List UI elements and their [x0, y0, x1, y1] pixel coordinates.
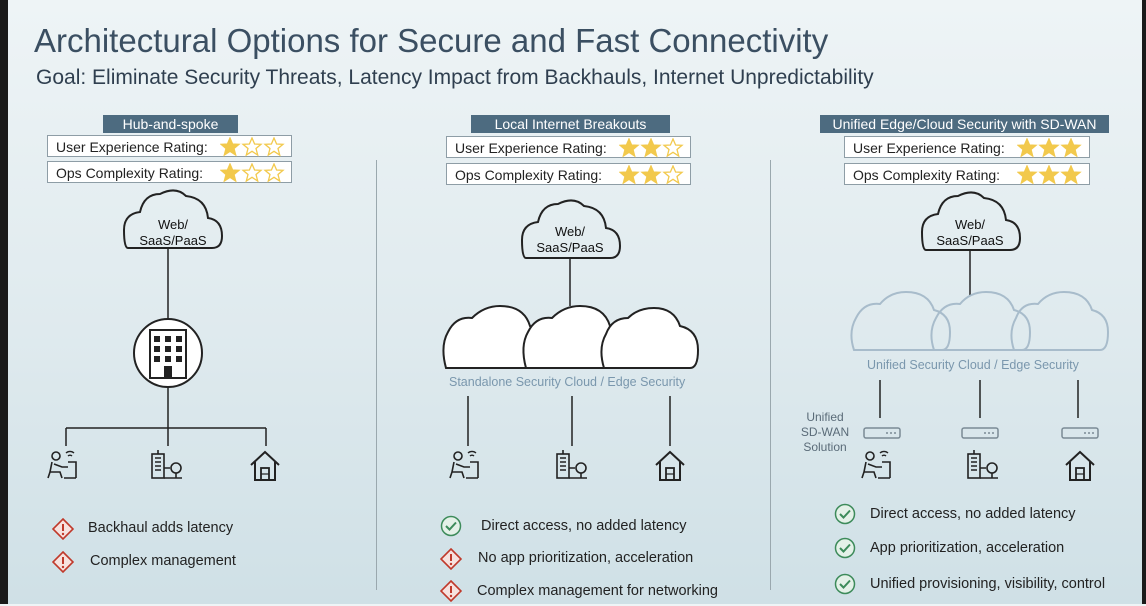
security-cloud-label: Standalone Security Cloud / Edge Securit…: [449, 375, 686, 389]
check-icon: [834, 573, 856, 595]
ux-rating-box: User Experience Rating:: [47, 135, 292, 157]
star-rating-icon: [1016, 164, 1083, 191]
ops-rating-box: Ops Complexity Rating:: [47, 161, 292, 183]
star-rating-icon: [219, 162, 286, 189]
ux-rating-label: User Experience Rating:: [853, 140, 1005, 156]
column-header-local-breakouts: Local Internet Breakouts: [471, 115, 670, 133]
ops-rating-label: Ops Complexity Rating:: [853, 167, 1001, 183]
branch-office-icon: [556, 449, 588, 479]
headquarters-building-icon: [133, 318, 203, 388]
warning-icon: [51, 517, 75, 541]
sdwan-appliance-icon: [863, 427, 901, 439]
cloud-icon: [520, 199, 622, 259]
remote-user-icon: [47, 450, 77, 479]
ux-rating-box: User Experience Rating:: [844, 136, 1090, 158]
page-title: Architectural Options for Secure and Fas…: [34, 22, 829, 59]
cloud-icon: [920, 191, 1022, 251]
branch-office-icon: [151, 449, 183, 479]
check-icon: [834, 537, 856, 559]
ops-rating-label: Ops Complexity Rating:: [455, 167, 603, 183]
ops-rating-box: Ops Complexity Rating:: [844, 163, 1090, 185]
warning-icon: [439, 579, 463, 603]
check-icon: [834, 503, 856, 525]
ux-rating-box: User Experience Rating:: [446, 136, 691, 158]
star-rating-icon: [618, 164, 685, 191]
cloud-label: Web/SaaS/PaaS: [936, 217, 1004, 248]
security-cloud-icon: [442, 304, 700, 369]
column-divider-1: [376, 160, 377, 590]
sdwan-appliance-icon: [961, 427, 999, 439]
home-office-icon: [1065, 451, 1095, 481]
column-header-unified-edge: Unified Edge/Cloud Security with SD-WAN: [820, 115, 1109, 133]
star-rating-icon: [618, 137, 685, 164]
home-office-icon: [655, 451, 685, 481]
page-subtitle: Goal: Eliminate Security Threats, Latenc…: [36, 66, 874, 89]
ux-rating-label: User Experience Rating:: [455, 140, 607, 156]
security-cloud-label: Unified Security Cloud / Edge Security: [867, 358, 1079, 372]
cloud-label: Web/SaaS/PaaS: [139, 217, 207, 248]
star-rating-icon: [1016, 137, 1083, 164]
cloud-icon: [122, 189, 224, 249]
branch-office-icon: [967, 449, 999, 479]
column-header-hub-and-spoke: Hub-and-spoke: [103, 115, 238, 133]
right-edge-bar: [1142, 0, 1146, 604]
ops-rating-box: Ops Complexity Rating:: [446, 163, 691, 185]
remote-user-icon: [449, 450, 479, 479]
remote-user-icon: [861, 450, 891, 479]
star-rating-icon: [219, 136, 286, 163]
check-icon: [440, 515, 462, 537]
warning-icon: [51, 550, 75, 574]
cloud-label: Web/SaaS/PaaS: [536, 224, 604, 255]
sdwan-appliance-icon: [1061, 427, 1099, 439]
ux-rating-label: User Experience Rating:: [56, 139, 208, 155]
ops-rating-label: Ops Complexity Rating:: [56, 165, 204, 181]
unified-security-cloud-icon: [850, 290, 1110, 351]
home-office-icon: [250, 451, 280, 481]
column-divider-2: [770, 160, 771, 590]
warning-icon: [439, 547, 463, 571]
left-edge-bar: [0, 0, 8, 604]
